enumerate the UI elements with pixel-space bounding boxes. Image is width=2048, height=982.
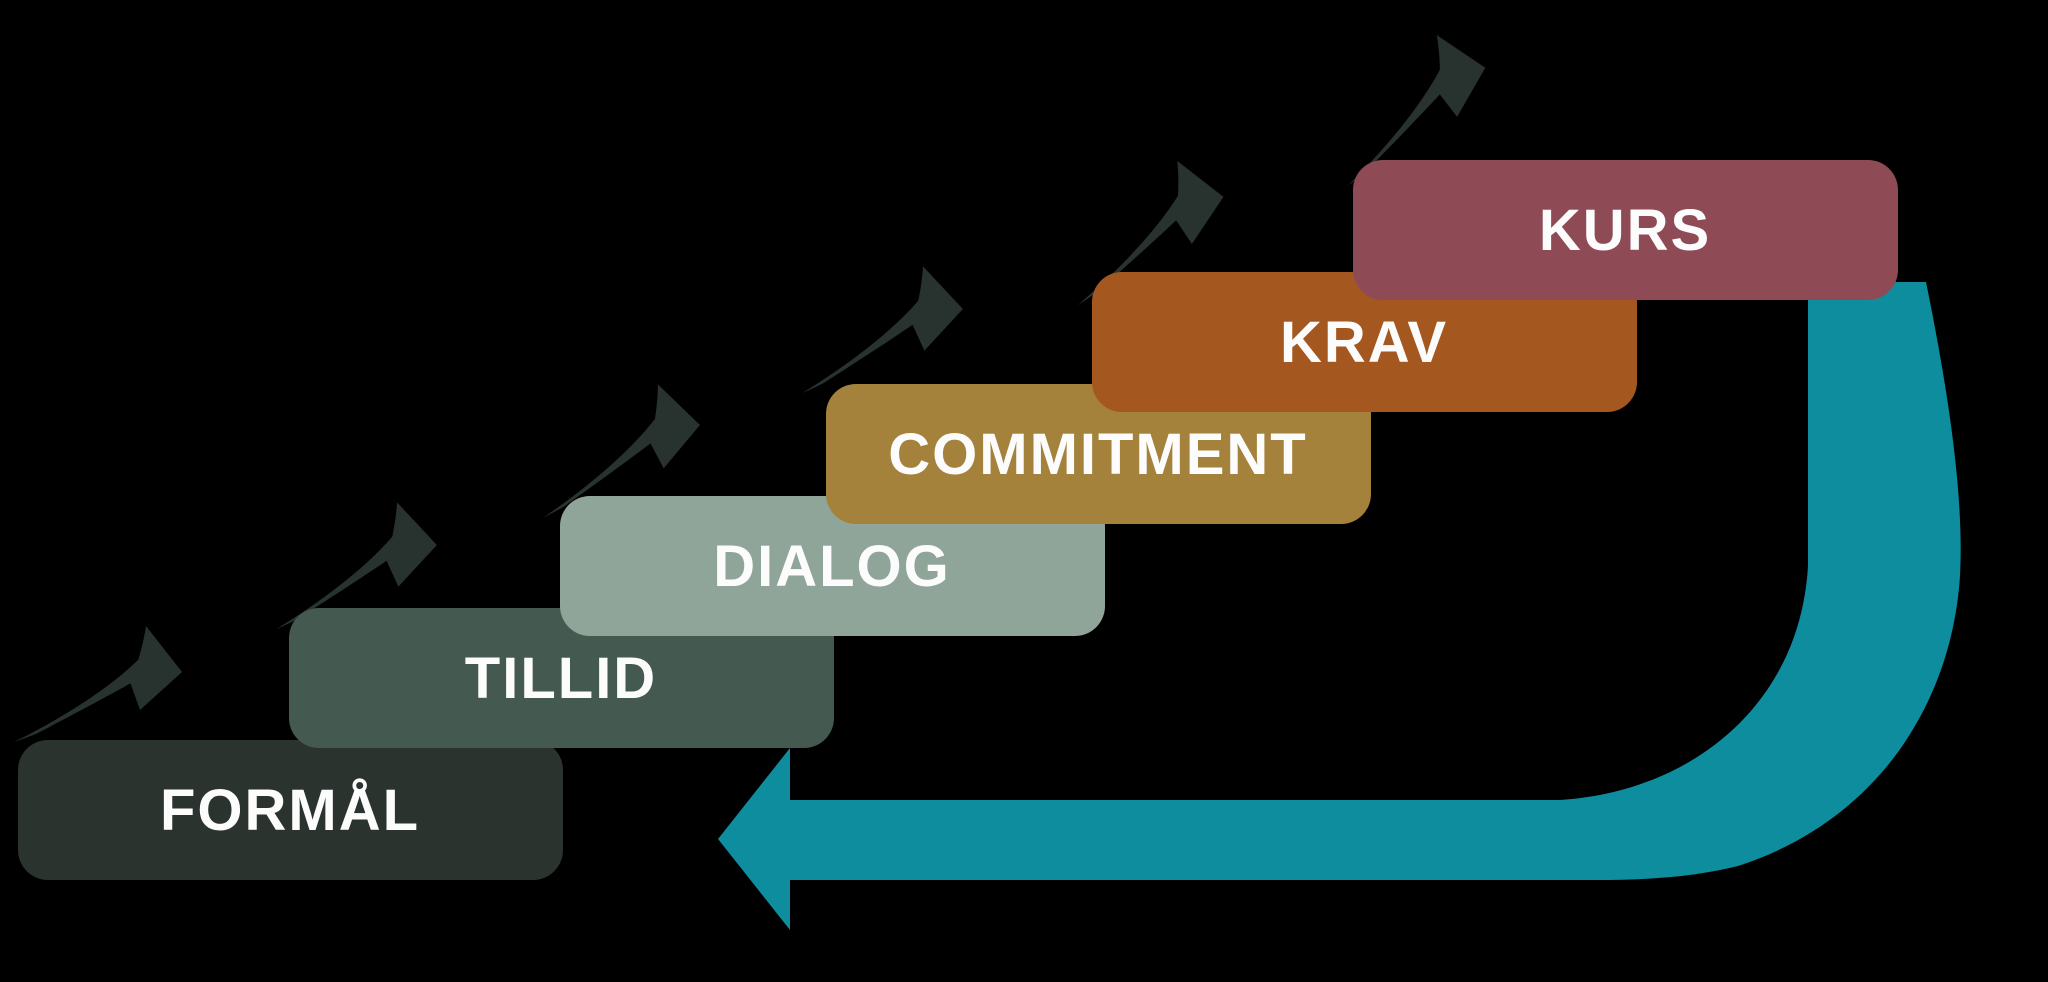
step-label-commitment: COMMITMENT <box>888 422 1308 487</box>
step-label-tillid: TILLID <box>465 646 657 711</box>
step-arrow-icon <box>791 263 970 394</box>
step-label-kurs: KURS <box>1539 198 1711 263</box>
step-box-dialog-rect <box>560 496 1105 636</box>
step-box-commitment: COMMITMENT <box>826 384 1371 524</box>
step-arrow-icon <box>14 626 182 742</box>
step-label-dialog: DIALOG <box>713 534 951 599</box>
step-box-kurs: KURS <box>1353 160 1898 300</box>
step-label-formal: FORMÅL <box>160 778 420 843</box>
step-box-krav-rect <box>1092 272 1637 412</box>
step-box-dialog: DIALOG <box>560 496 1105 636</box>
step-box-commitment-rect <box>826 384 1371 524</box>
loop-arrow-curve <box>790 282 1961 880</box>
step-box-formal: FORMÅL <box>18 740 563 880</box>
step-box-tillid: TILLID <box>289 608 834 748</box>
step-label-krav: KRAV <box>1280 310 1448 375</box>
step-box-formal-rect <box>18 740 563 880</box>
step-box-kurs-rect <box>1353 160 1898 300</box>
step-box-tillid-rect <box>289 608 834 748</box>
loop-arrowhead-icon <box>718 748 790 930</box>
loop-arrow <box>718 282 1961 930</box>
step-box-krav: KRAV <box>1092 272 1637 412</box>
